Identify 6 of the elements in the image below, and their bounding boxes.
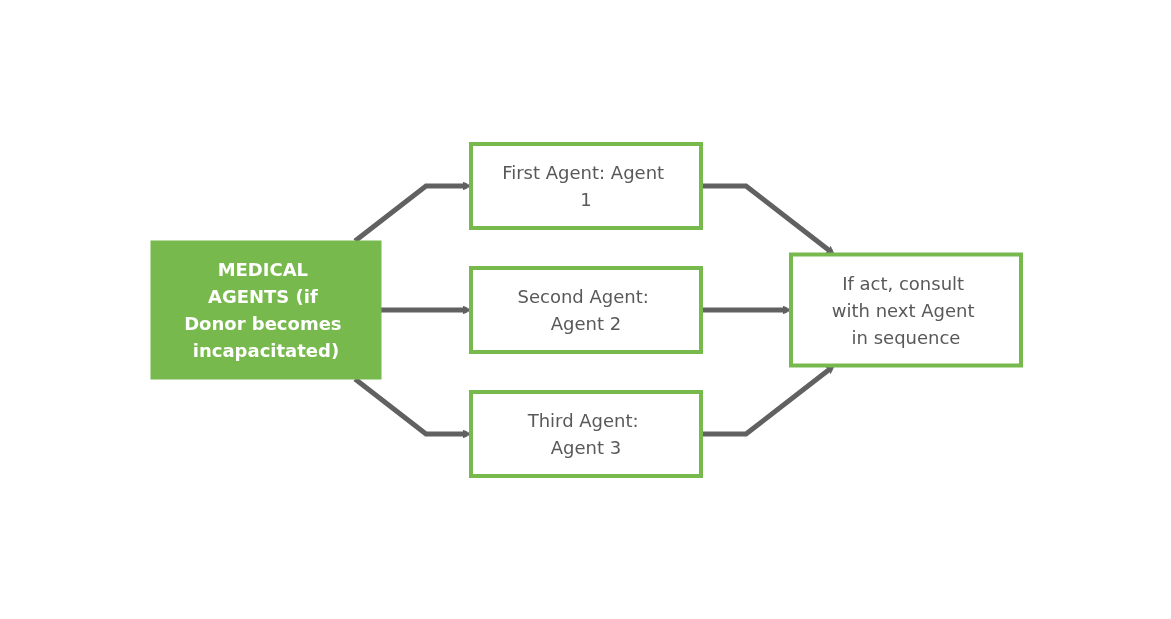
node-box: Second Agent: Agent 2 bbox=[468, 265, 703, 354]
node-box: If act, consult with next Agent in sequence bbox=[788, 252, 1023, 367]
arrow bbox=[700, 305, 791, 314]
node-box: Third Agent: Agent 3 bbox=[468, 389, 703, 478]
node-box: First Agent: Agent 1 bbox=[468, 141, 703, 230]
node-box: MEDICAL AGENTS (if Donor becomes incapacitated) bbox=[150, 240, 381, 379]
